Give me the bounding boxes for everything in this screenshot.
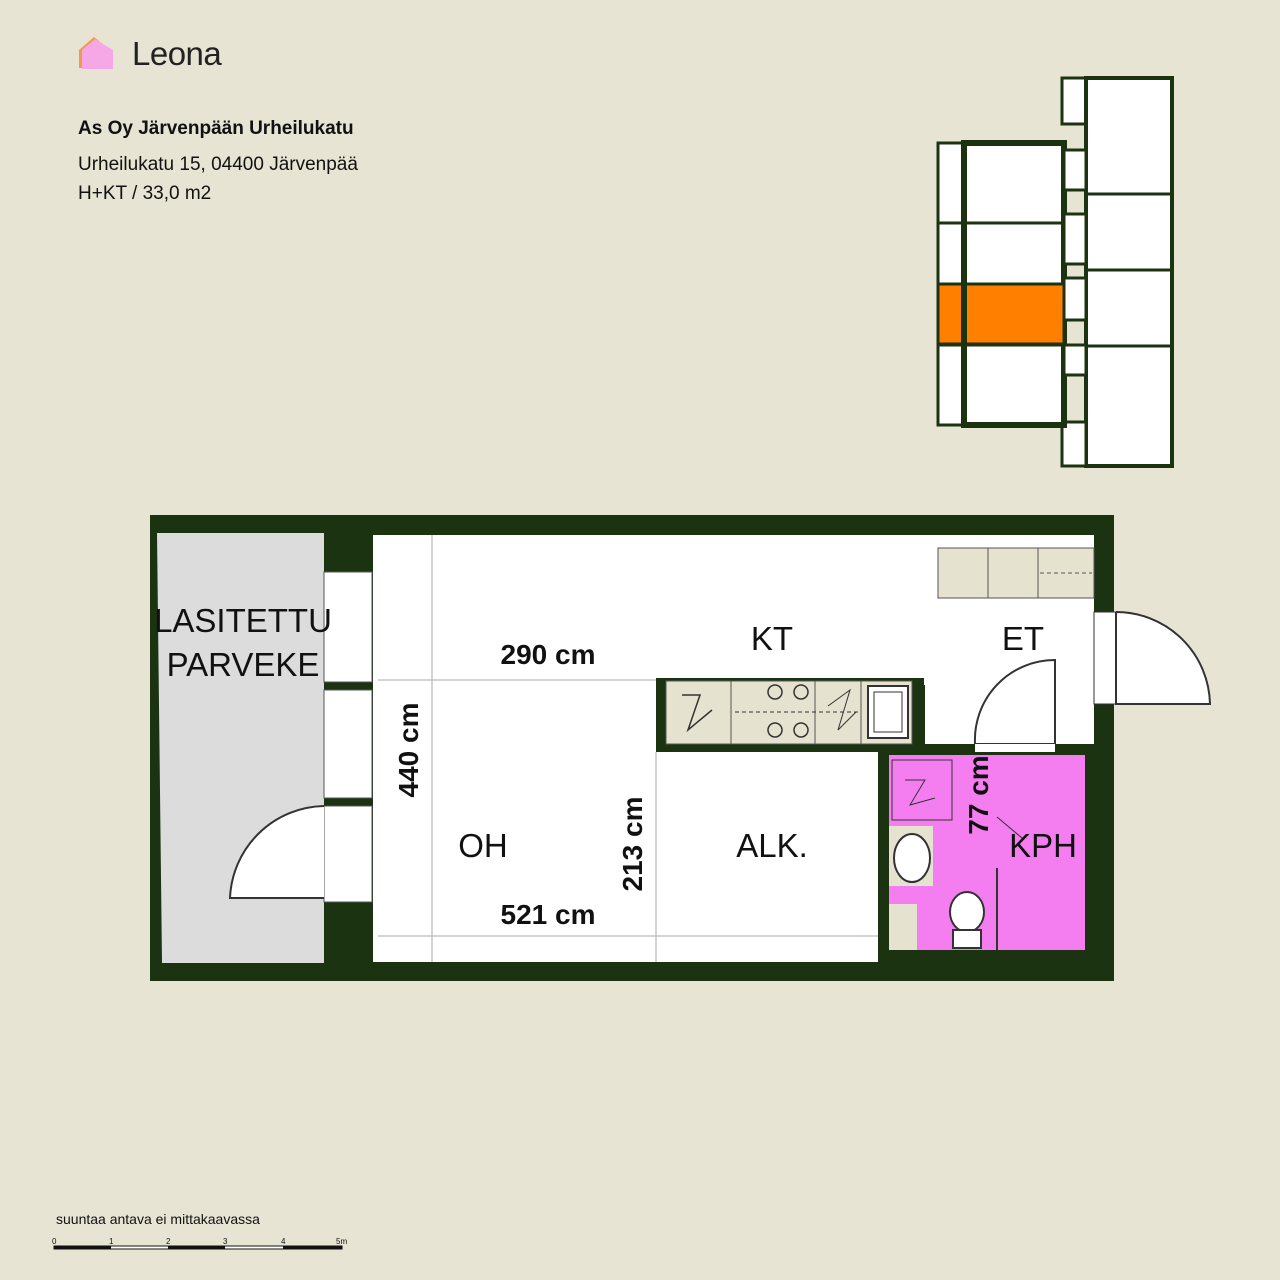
building-key-plan: [936, 76, 1174, 468]
property-type-area: H+KT / 33,0 m2: [78, 183, 212, 204]
room-label-balcony-1: LASITETTU: [154, 602, 332, 639]
bathroom-door-swing: [973, 658, 1056, 745]
room-label-bathroom: KPH: [1009, 827, 1077, 864]
shower-icon: [891, 759, 953, 821]
dimension-height-middle: 213 cm: [617, 797, 648, 892]
property-address: Urheilukatu 15, 04400 Järvenpää: [78, 154, 358, 175]
apartment-floor: [373, 535, 1094, 962]
apartment-highlight: [936, 282, 1066, 346]
scale-note: suuntaa antava ei mittakaavassa: [56, 1211, 260, 1227]
scale-ticks: 0 1 2 3 4 5m: [52, 1237, 347, 1246]
room-label-balcony-2: PARVEKE: [167, 646, 320, 683]
balcony-door-swing: [228, 805, 325, 899]
toilet-icon: [949, 891, 985, 933]
property-info: As Oy Järvenpään Urheilukatu Urheilukatu…: [78, 116, 358, 208]
room-label-living-room: OH: [458, 827, 508, 864]
scale-tick-2: 2: [166, 1237, 171, 1246]
room-label-entrance: ET: [1002, 620, 1044, 657]
dimension-bathroom: 77 cm: [963, 755, 994, 834]
room-label-alcove: ALK.: [736, 827, 808, 864]
scale-tick-0: 0: [52, 1237, 57, 1246]
stove-icon: [767, 684, 809, 738]
dimension-width-lower: 521 cm: [501, 899, 596, 930]
house-icon: [79, 37, 113, 69]
scale-tick-4: 4: [281, 1237, 286, 1246]
washbasin-icon: [893, 833, 931, 883]
brand-name: Leona: [132, 35, 222, 72]
dimension-width-upper: 290 cm: [501, 639, 596, 670]
scale-tick-5: 5m: [336, 1237, 347, 1246]
scale-tick-1: 1: [109, 1237, 114, 1246]
dimension-height-left: 440 cm: [393, 703, 424, 798]
sink-icon: [867, 685, 909, 739]
room-label-kitchenette: KT: [751, 620, 793, 657]
scale-bar: [53, 1245, 343, 1250]
property-title: As Oy Järvenpään Urheilukatu: [78, 118, 354, 139]
front-door-swing: [1115, 611, 1212, 705]
brand-logo: Leona: [76, 34, 246, 74]
scale-tick-3: 3: [223, 1237, 228, 1246]
